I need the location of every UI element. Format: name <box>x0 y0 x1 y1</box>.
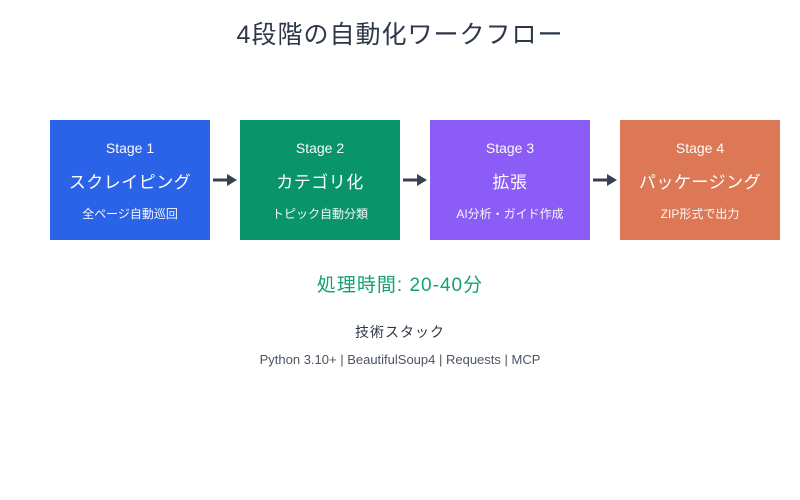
stage-box-4: Stage 4 パッケージング ZIP形式で出力 <box>620 120 780 240</box>
stage-description: トピック自動分類 <box>271 206 368 221</box>
tech-stack-heading: 技術スタック <box>355 324 445 340</box>
right-arrow-icon <box>590 120 620 240</box>
stage-label: 拡張 <box>492 172 528 192</box>
stage-description: AI分析・ガイド作成 <box>456 206 564 221</box>
stage-box-2: Stage 2 カテゴリ化 トピック自動分類 <box>240 120 400 240</box>
page-title: 4段階の自動化ワークフロー <box>236 21 564 49</box>
stage-label: パッケージング <box>638 172 762 192</box>
stage-number: Stage 3 <box>485 139 535 156</box>
processing-time-text: 処理時間: 20-40分 <box>316 275 484 296</box>
stage-number: Stage 1 <box>105 139 155 156</box>
stage-description: ZIP形式で出力 <box>660 206 740 221</box>
right-arrow-icon <box>400 120 430 240</box>
stage-box-1: Stage 1 スクレイピング 全ページ自動巡回 <box>50 120 210 240</box>
tech-stack-items: Python 3.10+ | BeautifulSoup4 | Requests… <box>259 352 541 367</box>
stage-flow: Stage 1 スクレイピング 全ページ自動巡回 Stage 2 カテゴリ化 ト… <box>50 120 780 240</box>
stage-description: 全ページ自動巡回 <box>82 206 178 221</box>
stage-label: スクレイピング <box>68 172 192 192</box>
stage-box-3: Stage 3 拡張 AI分析・ガイド作成 <box>430 120 590 240</box>
right-arrow-icon <box>210 120 240 240</box>
stage-number: Stage 2 <box>295 139 345 156</box>
stage-label: カテゴリ化 <box>276 172 364 192</box>
stage-number: Stage 4 <box>675 139 725 156</box>
